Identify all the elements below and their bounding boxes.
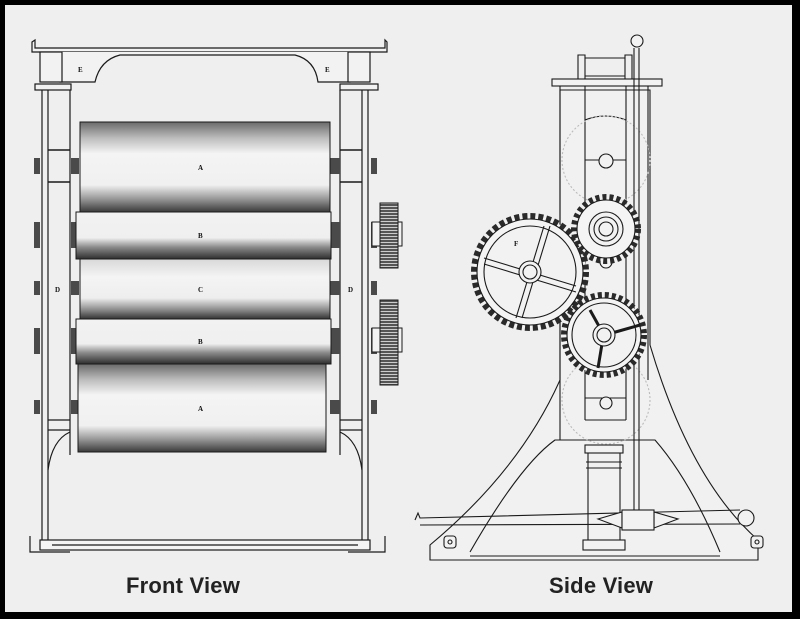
gear-lower: [561, 292, 647, 378]
label-roller-a-top: A: [198, 164, 203, 172]
gear-upper: [571, 194, 641, 264]
label-d-left: D: [55, 286, 60, 294]
roller-b-bottom: [75, 318, 332, 365]
side-view-drawing: [414, 34, 764, 561]
label-f: F: [514, 240, 518, 248]
label-e-left: E: [78, 66, 83, 74]
roller-a-bottom: [77, 363, 327, 453]
roller-c: [79, 258, 331, 320]
label-roller-c: C: [198, 286, 203, 294]
front-view-caption: Front View: [126, 573, 241, 598]
side-gears: [471, 194, 647, 378]
diagram-canvas: E E D D A B C B A: [5, 5, 792, 612]
gear-f: [471, 213, 589, 331]
roller-b-top: [75, 211, 332, 260]
front-gears: [371, 202, 403, 386]
roller-a-top: [79, 121, 331, 213]
machine-drawing: E E D D A B C B A: [29, 34, 764, 561]
label-e-right: E: [325, 66, 330, 74]
label-roller-b-bottom: B: [198, 338, 203, 346]
rollers: [75, 121, 332, 453]
front-view-drawing: [29, 38, 388, 553]
label-roller-a-bottom: A: [198, 405, 203, 413]
side-view-caption: Side View: [549, 573, 654, 598]
front-labels: E E D D A B C B A: [55, 66, 353, 413]
label-roller-b-top: B: [198, 232, 203, 240]
label-d-right: D: [348, 286, 353, 294]
